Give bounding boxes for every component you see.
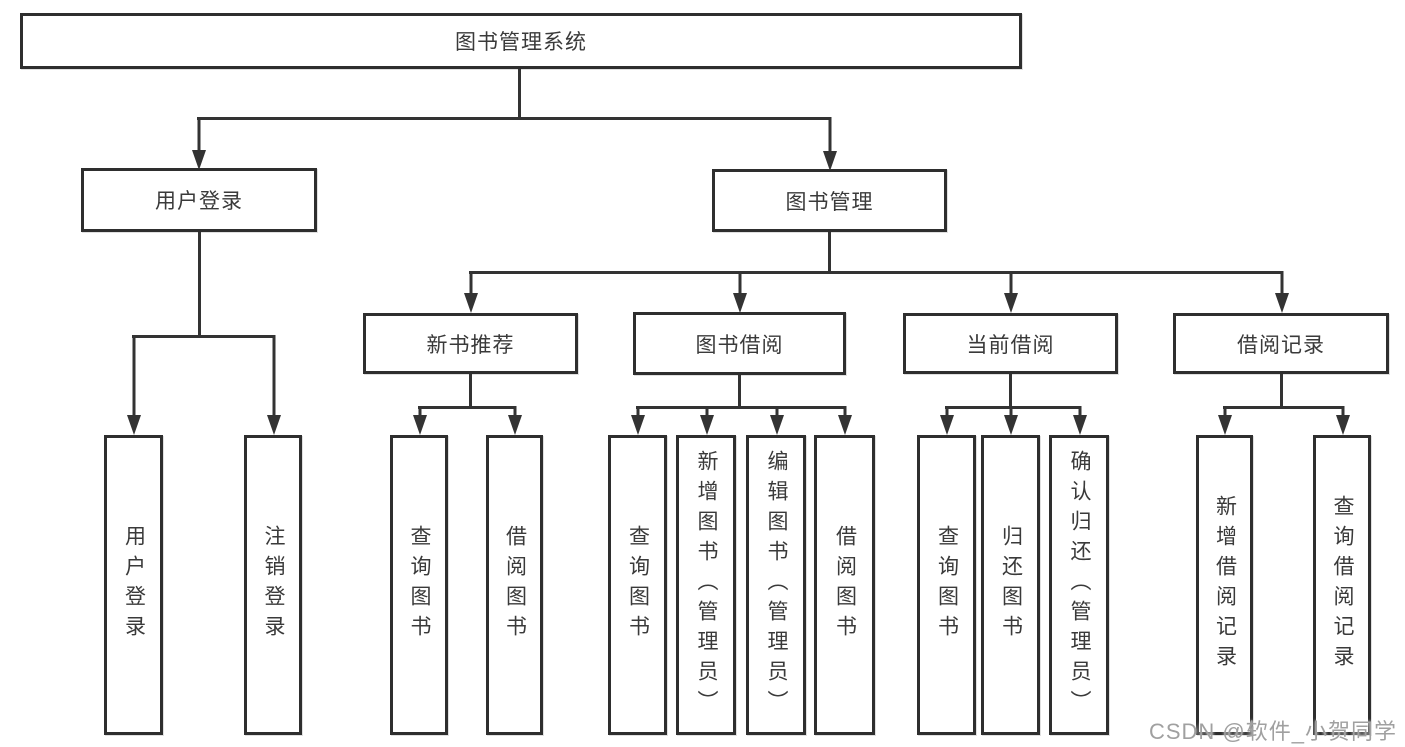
node-borrowing-records-label: 借阅记录: [1237, 333, 1325, 357]
leaf-add-books-admin-label: 新增图书（管理员）: [695, 450, 718, 720]
node-user-login: 用户登录: [81, 168, 317, 232]
connector-new-book-split: [418, 406, 516, 409]
connector-root-split: [197, 117, 831, 120]
connector-new-book-stem: [469, 374, 472, 407]
arrow-to-query-books-borrowing: [630, 406, 645, 435]
node-book-borrowing: 图书借阅: [633, 312, 846, 375]
leaf-borrow-books-label: 借阅图书: [833, 525, 857, 645]
node-borrowing-records: 借阅记录: [1173, 313, 1389, 374]
leaf-edit-books-admin-label: 编辑图书（管理员）: [765, 450, 788, 720]
arrow-to-leaf-user-login: [126, 335, 141, 435]
leaf-query-books-current-label: 查询图书: [935, 525, 959, 645]
connector-root-stem: [518, 69, 521, 118]
node-root-label: 图书管理系统: [455, 31, 587, 54]
leaf-confirm-return-admin-label: 确认归还（管理员）: [1068, 450, 1091, 720]
node-book-management-label: 图书管理: [785, 190, 874, 214]
node-new-book-recommend-label: 新书推荐: [426, 333, 515, 357]
leaf-add-borrow-record: 新增借阅记录: [1196, 435, 1253, 735]
node-root: 图书管理系统: [20, 13, 1022, 69]
arrow-to-new-book-recommend: [463, 271, 478, 313]
arrow-to-book-borrowing: [732, 271, 747, 313]
arrow-to-confirm-return-admin: [1072, 406, 1087, 435]
leaf-logout: 注销登录: [244, 435, 302, 735]
arrow-to-query-borrow-record: [1335, 406, 1350, 435]
connector-book-borrowing-stem: [738, 375, 741, 407]
arrow-to-borrow-books-recommend: [507, 406, 522, 435]
node-user-login-label: 用户登录: [155, 190, 243, 213]
leaf-query-borrow-record-label: 查询借阅记录: [1331, 495, 1354, 675]
leaf-user-login-label: 用户登录: [122, 525, 146, 645]
leaf-query-books-recommend-label: 查询图书: [408, 525, 431, 645]
leaf-logout-label: 注销登录: [262, 525, 285, 645]
leaf-query-books-borrowing: 查询图书: [608, 435, 667, 735]
connector-book-management-split: [469, 271, 1282, 274]
connector-book-management-stem: [828, 232, 831, 272]
arrow-to-query-books-current: [939, 406, 954, 435]
leaf-query-books-recommend: 查询图书: [390, 435, 448, 735]
leaf-user-login: 用户登录: [104, 435, 163, 735]
connector-user-login-stem: [198, 232, 201, 336]
arrow-to-edit-books-admin: [769, 406, 784, 435]
arrow-to-current-borrowing: [1003, 271, 1018, 313]
connector-borrowing-records-stem: [1280, 374, 1283, 407]
leaf-return-books: 归还图书: [981, 435, 1040, 735]
arrow-to-borrow-books: [837, 406, 852, 435]
arrow-to-return-books: [1003, 406, 1018, 435]
leaf-query-borrow-record: 查询借阅记录: [1313, 435, 1371, 735]
connector-borrowing-records-split: [1223, 406, 1344, 409]
arrow-to-leaf-logout: [266, 335, 281, 435]
leaf-add-books-admin: 新增图书（管理员）: [676, 435, 736, 735]
leaf-edit-books-admin: 编辑图书（管理员）: [746, 435, 806, 735]
arrow-to-book-management: [822, 117, 837, 171]
leaf-borrow-books-recommend-label: 借阅图书: [503, 525, 527, 645]
leaf-add-borrow-record-label: 新增借阅记录: [1213, 495, 1237, 675]
csdn-watermark: CSDN @软件_小贺同学: [1148, 719, 1397, 744]
node-book-management: 图书管理: [712, 169, 947, 232]
arrow-to-borrowing-records: [1274, 271, 1289, 313]
connector-user-login-split: [132, 335, 275, 338]
arrow-to-add-books-admin: [699, 406, 714, 435]
leaf-return-books-label: 归还图书: [999, 525, 1023, 645]
connector-current-borrowing-stem: [1009, 374, 1012, 407]
arrow-to-query-books-recommend: [412, 406, 427, 435]
arrow-to-user-login: [191, 117, 206, 170]
arrow-to-add-borrow-record: [1217, 406, 1232, 435]
leaf-query-books-current: 查询图书: [917, 435, 976, 735]
node-book-borrowing-label: 图书借阅: [695, 333, 784, 357]
node-new-book-recommend: 新书推荐: [363, 313, 578, 374]
connector-book-borrowing-split: [636, 406, 846, 409]
node-current-borrowing-label: 当前借阅: [966, 333, 1055, 357]
leaf-borrow-books: 借阅图书: [814, 435, 875, 735]
node-current-borrowing: 当前借阅: [903, 313, 1118, 374]
leaf-confirm-return-admin: 确认归还（管理员）: [1049, 435, 1109, 735]
leaf-borrow-books-recommend: 借阅图书: [486, 435, 543, 735]
leaf-query-books-borrowing-label: 查询图书: [626, 525, 650, 645]
